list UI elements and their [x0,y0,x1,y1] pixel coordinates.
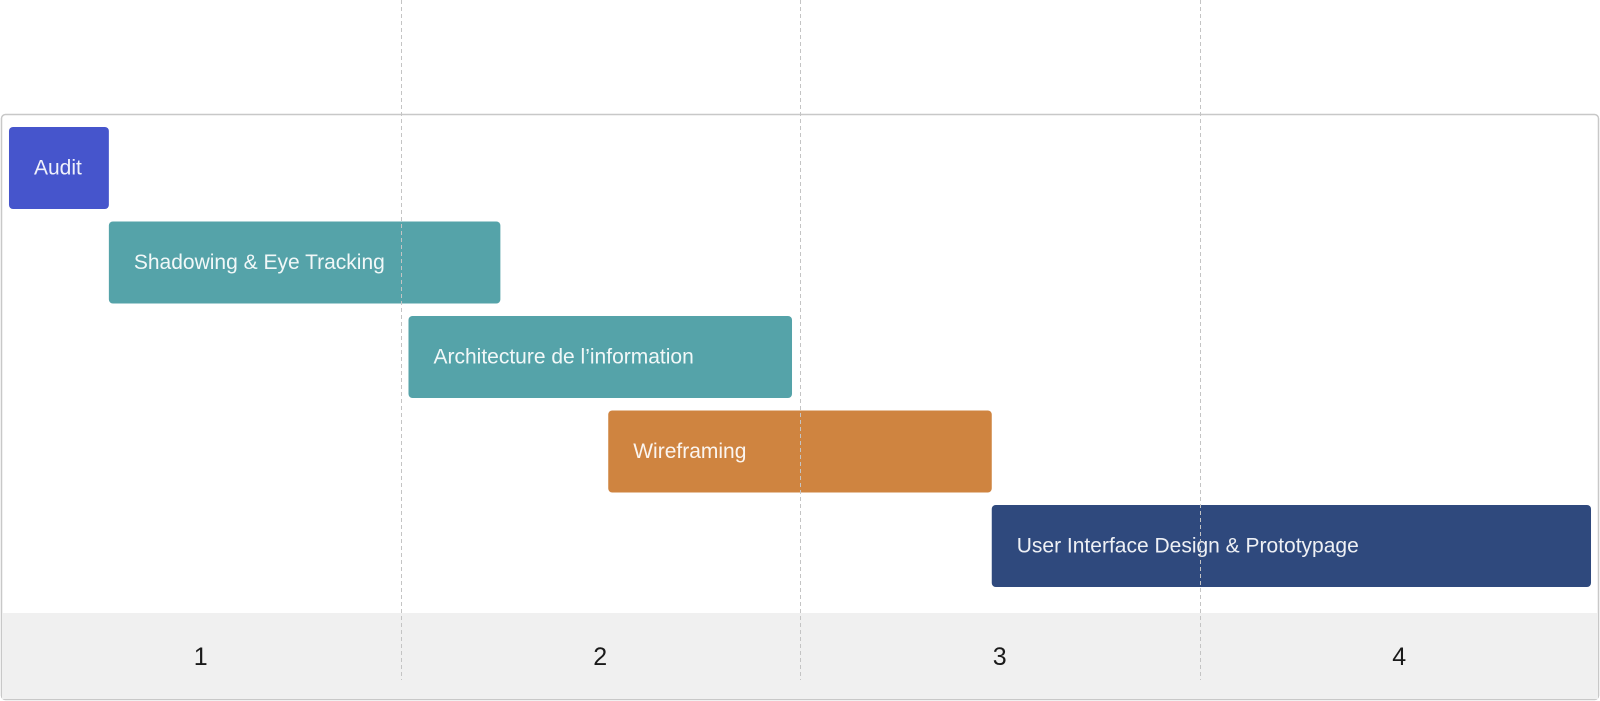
task-bar-label: Wireframing [633,440,746,463]
task-bar-group: Shadowing & Eye Tracking [108,221,501,304]
task-bar-group: User Interface Design & Prototypage [991,505,1592,587]
task-bar-label: User Interface Design & Prototypage [1017,535,1359,558]
x-tick-label: 4 [1392,643,1406,671]
task-bar [8,127,109,209]
x-tick-label: 3 [993,643,1007,671]
task-bar [991,505,1592,587]
task-bar [108,221,501,304]
x-axis-band [2,613,1598,699]
x-tick-label: 1 [194,643,208,671]
task-bar-group: Audit [8,127,109,209]
x-axis-band-layer [2,613,1598,699]
x-tick-label: 2 [593,643,607,671]
task-bar-group: Architecture de l’information [408,316,793,398]
task-bar-label: Architecture de l’information [433,346,693,369]
task-bar-label: Shadowing & Eye Tracking [134,251,385,274]
x-tick-labels-layer: 1 2 3 4 [194,643,1407,671]
task-bar-label: Audit [34,157,82,180]
task-bar [408,316,793,398]
gridlines-layer [401,0,1201,680]
